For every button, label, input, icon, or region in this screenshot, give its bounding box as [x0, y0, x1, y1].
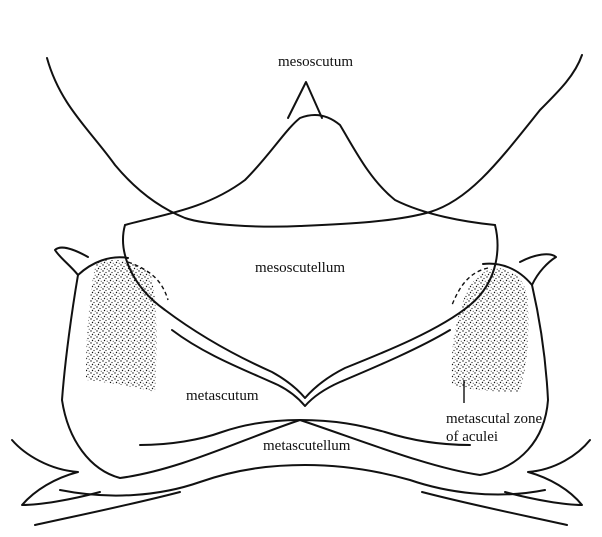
mesoscutum-notch: [288, 82, 322, 118]
label-mesoscutum: mesoscutum: [278, 54, 353, 70]
mesoscutum-outline: [47, 55, 582, 227]
label-mesoscutellum: mesoscutellum: [255, 260, 345, 276]
label-aculei-line2: of aculei: [446, 429, 498, 445]
label-metascutum: metascutum: [186, 388, 259, 404]
left-aculei-zone: [86, 260, 157, 392]
right-wing-tip: [505, 440, 590, 505]
bottom-right-arc: [422, 492, 567, 525]
metascutellum-lower: [60, 465, 545, 496]
label-aculei-line1: metascutal zone: [446, 411, 543, 427]
bottom-left-arc: [35, 492, 180, 525]
label-metascutellum: metascutellum: [263, 438, 351, 454]
left-wing-tip: [12, 440, 100, 505]
right-aculei-zone: [452, 268, 529, 392]
mesoscutellum-outline: [123, 225, 497, 398]
